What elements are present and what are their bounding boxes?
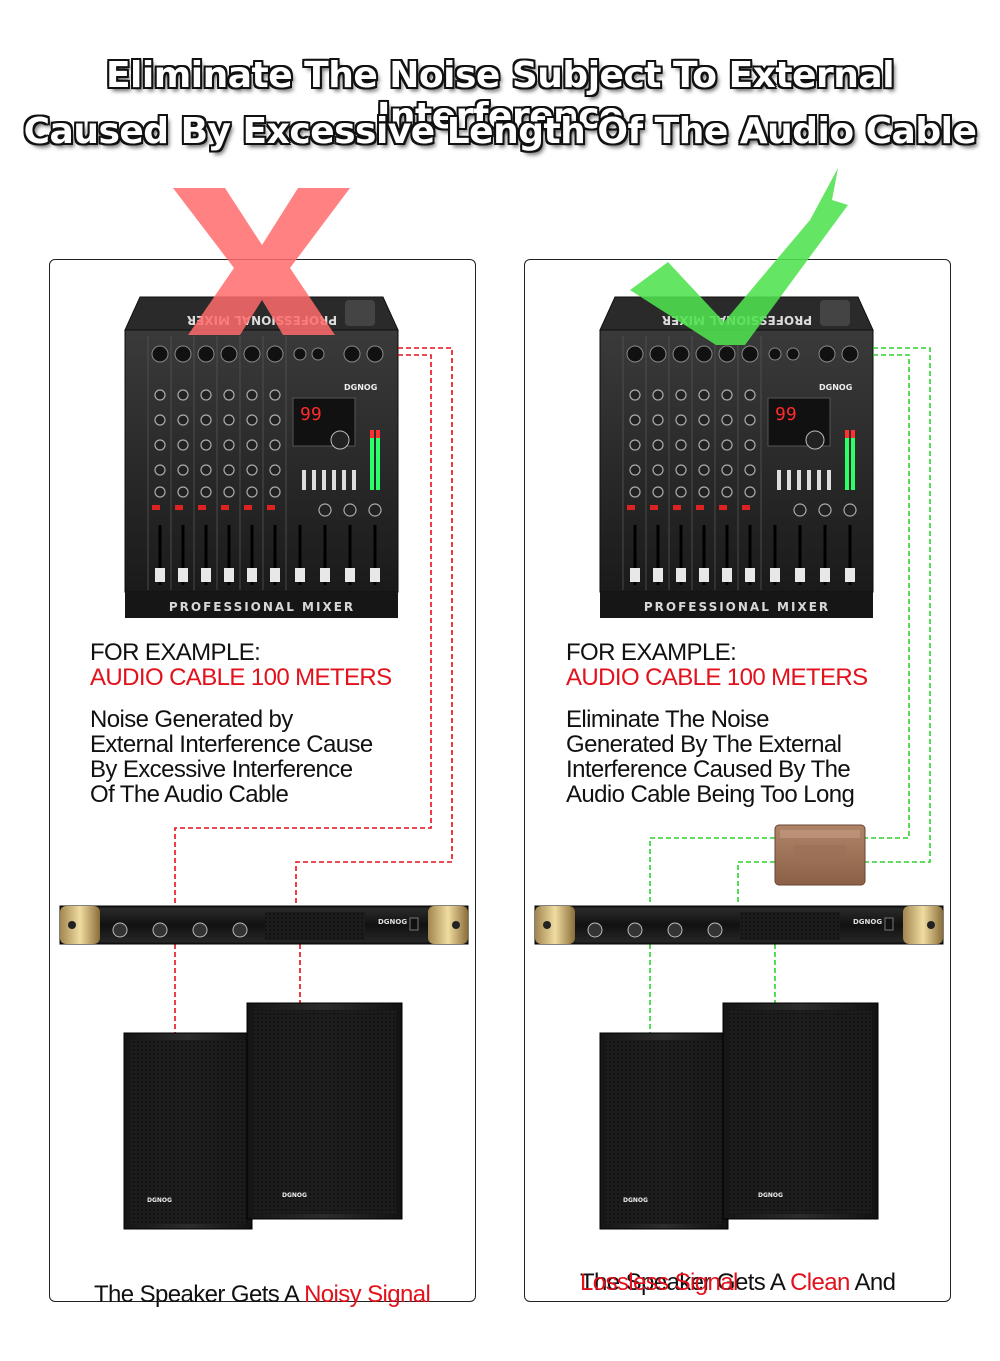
headline-line-2: Caused By Excessive Length Of The Audio …: [23, 111, 977, 152]
left-cable-label: AUDIO CABLE 100 METERS: [90, 664, 392, 691]
right-example-label: FOR EXAMPLE:: [566, 639, 737, 666]
right-cable-label: AUDIO CABLE 100 METERS: [566, 664, 868, 691]
right-footer-prefix: The Speaker Gets A: [580, 1269, 791, 1296]
right-footer-line-1: The Speaker Gets A Clean And: [580, 1245, 897, 1296]
left-amplifier: DGNOG: [59, 905, 469, 945]
left-footer-prefix: The Speaker Gets A: [94, 1281, 305, 1308]
mixer-front-label-right: PROFESSIONAL MIXER: [644, 600, 830, 614]
speaker-brand-left-1: DGNOG: [147, 1197, 172, 1204]
left-description: Noise Generated by External Interference…: [90, 706, 373, 808]
right-amplifier: DGNOG: [534, 905, 944, 945]
left-footer-highlight: Noisy Signal: [304, 1281, 431, 1308]
speaker-brand-right-2: DGNOG: [758, 1192, 783, 1199]
mixer-display-right: 99: [775, 404, 797, 425]
cross-mark-icon: [173, 188, 350, 335]
amp-brand: DGNOG: [378, 918, 407, 926]
right-footer-middle: And: [849, 1269, 897, 1296]
headline-line-1: Eliminate The Noise Subject To External …: [105, 55, 895, 137]
left-mixer: PROFESSIONAL MIXER 99: [124, 296, 399, 618]
noise-isolator-box: [774, 824, 866, 886]
right-cable-lines: [649, 347, 931, 1035]
amp-brand-right: DGNOG: [853, 918, 882, 926]
left-example-label: FOR EXAMPLE:: [90, 639, 261, 666]
speaker-brand-right-1: DGNOG: [623, 1197, 648, 1204]
right-footer-highlight-1: Clean: [790, 1269, 850, 1296]
mixer-front-label: PROFESSIONAL MIXER: [169, 600, 355, 614]
left-speakers: DGNOG DGNOG: [123, 1002, 403, 1230]
mixer-brand: DGNOG: [344, 383, 377, 392]
right-description: Eliminate The Noise Generated By The Ext…: [566, 706, 855, 808]
check-mark-icon: [630, 168, 848, 345]
mixer-display: 99: [300, 404, 322, 425]
right-mixer: PROFESSIONAL MIXER 99: [599, 296, 874, 618]
left-cable-lines: [174, 347, 453, 1035]
left-footer: The Speaker Gets A Noisy Signal: [94, 1257, 431, 1308]
right-speakers: DGNOG DGNOG: [599, 1002, 879, 1230]
right-footer-highlight-2: Lossless Signal: [580, 1269, 738, 1296]
speaker-brand-left-2: DGNOG: [282, 1192, 307, 1199]
mixer-brand-right: DGNOG: [819, 383, 852, 392]
